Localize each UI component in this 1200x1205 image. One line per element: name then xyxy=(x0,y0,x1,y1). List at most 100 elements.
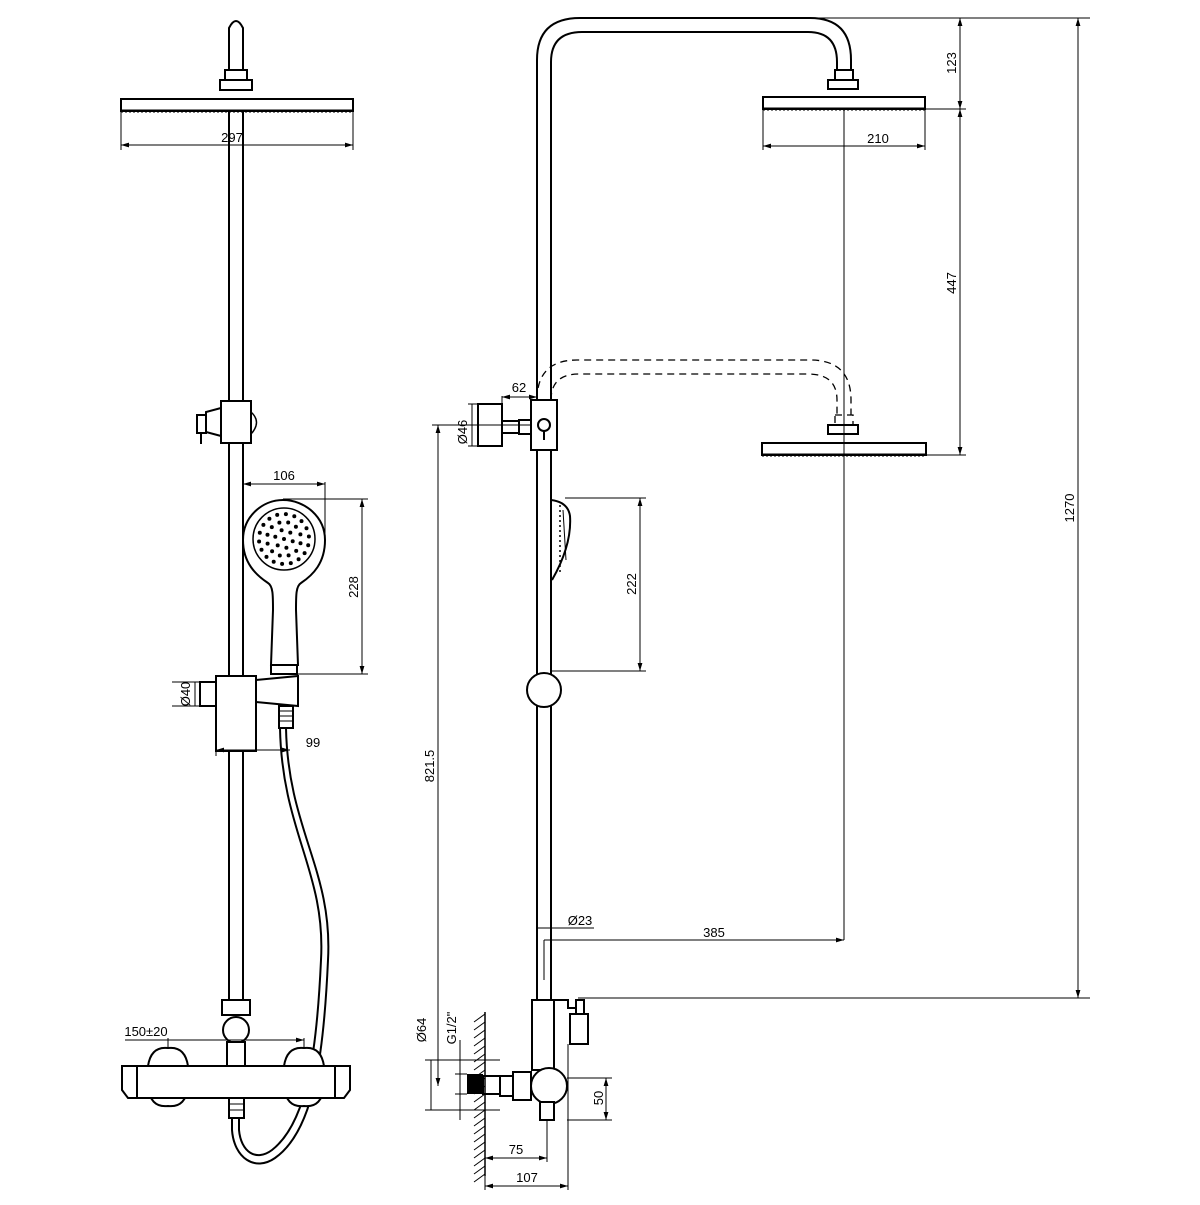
front-view: 297 106 228 Ø40 99 150±20 xyxy=(120,20,368,1165)
front-top-pipe xyxy=(228,20,244,70)
nozzle-dot xyxy=(286,553,291,558)
wall-hatch xyxy=(473,1149,486,1159)
wall-hatch xyxy=(473,1077,486,1087)
nozzle-dot xyxy=(275,512,280,517)
front-valve-neck xyxy=(226,1041,246,1067)
dim-side-inlet-diameter: Ø64 xyxy=(414,1018,429,1043)
dim-front-hand-length: 228 xyxy=(346,576,361,598)
front-hose-inner xyxy=(238,727,323,1157)
wall-hatch xyxy=(473,1141,486,1151)
side-view: 123 210 447 1270 62 Ø46 222 821.5 Ø23 38… xyxy=(414,17,1090,1190)
dim-front-hand-width: 106 xyxy=(273,468,295,483)
wall-hatch xyxy=(473,1093,486,1103)
side-upper-nut xyxy=(834,69,854,81)
side-upper-connector xyxy=(827,79,859,90)
wall-hatch xyxy=(473,1061,486,1071)
side-upper-arm-outer xyxy=(536,17,852,400)
wall-hatch xyxy=(473,1037,486,1047)
wall-hatch xyxy=(473,1117,486,1127)
nozzle-dot xyxy=(304,526,309,531)
nozzle-dot xyxy=(288,561,293,566)
nozzle-dot xyxy=(280,561,285,566)
side-lower-connector xyxy=(827,424,859,435)
dim-side-valve-depth: 107 xyxy=(516,1170,538,1185)
hand-shower-nozzles xyxy=(257,512,311,566)
side-upper-arm-inner xyxy=(550,31,838,400)
nozzle-dot xyxy=(299,519,304,524)
wall-hatch xyxy=(473,1133,486,1143)
nozzle-dot xyxy=(257,530,262,535)
nozzle-dot xyxy=(288,530,293,535)
wall-hatch xyxy=(473,1101,486,1111)
dim-side-arm-reach: 385 xyxy=(703,925,725,940)
nozzle-dot xyxy=(273,534,278,539)
nozzle-dot xyxy=(292,514,297,519)
nozzle-dot xyxy=(279,528,284,533)
dim-side-total-height: 1270 xyxy=(1062,494,1077,523)
nozzle-dot xyxy=(302,551,307,556)
nozzle-dot xyxy=(294,548,299,553)
front-dimensions xyxy=(120,111,368,1048)
nozzle-dot xyxy=(284,545,289,550)
nozzle-dot xyxy=(282,537,286,541)
nozzle-dot xyxy=(306,543,311,548)
nozzle-dot xyxy=(298,532,303,537)
dim-side-bracket-diameter: Ø46 xyxy=(455,420,470,445)
nozzle-dot xyxy=(257,539,262,544)
nozzle-dot xyxy=(298,541,303,546)
side-wall xyxy=(473,1012,486,1183)
wall-hatch xyxy=(473,1053,486,1063)
side-lower-arm-outer xyxy=(536,359,852,415)
dim-side-hand-length: 222 xyxy=(624,573,639,595)
nozzle-dot xyxy=(265,532,270,537)
side-valve-assembly xyxy=(467,999,589,1121)
side-overhead-upper xyxy=(762,96,926,111)
dim-front-overhead-width: 297 xyxy=(221,130,243,145)
nozzle-dot xyxy=(271,559,276,564)
dim-side-inlet-depth: 75 xyxy=(509,1142,523,1157)
nozzle-dot xyxy=(267,516,272,521)
dim-side-arm-height: 123 xyxy=(944,52,959,74)
nozzle-dot xyxy=(261,522,266,527)
dim-side-inlet-thread: G1/2" xyxy=(444,1011,459,1044)
wall-hatch xyxy=(473,1021,486,1031)
nozzle-dot xyxy=(259,547,264,552)
wall-hatch xyxy=(473,1013,486,1023)
nozzle-dot xyxy=(275,543,280,548)
dim-front-holder-offset: 99 xyxy=(306,735,320,750)
front-mixer-valve xyxy=(121,1046,351,1119)
front-overhead-shower xyxy=(120,98,354,113)
nozzle-dot xyxy=(277,553,282,558)
front-hose xyxy=(231,727,330,1165)
dim-side-valve-height: 50 xyxy=(591,1091,606,1105)
dim-side-bracket-offset: 62 xyxy=(512,380,526,395)
dim-front-valve-spacing: 150±20 xyxy=(124,1024,167,1039)
nozzle-dot xyxy=(269,525,274,530)
nozzle-dot xyxy=(265,541,270,546)
nozzle-dot xyxy=(270,549,275,554)
wall-hatch xyxy=(473,1173,486,1183)
nozzle-dot xyxy=(296,557,301,562)
nozzle-dot xyxy=(283,512,288,517)
front-holder xyxy=(199,674,299,752)
dim-side-rail-diameter: Ø23 xyxy=(568,913,593,928)
side-dimensions xyxy=(425,17,1090,1190)
front-top-nut xyxy=(224,69,248,81)
nozzle-dot xyxy=(290,539,295,544)
front-diverter-knob xyxy=(222,1016,250,1044)
wall-hatch xyxy=(473,1085,486,1095)
front-top-connector xyxy=(219,79,253,91)
front-diverter xyxy=(196,400,258,444)
wall-hatch xyxy=(473,1045,486,1055)
dim-side-bracket-height: 821.5 xyxy=(422,750,437,783)
nozzle-dot xyxy=(293,524,298,529)
dim-side-overhead-width: 210 xyxy=(867,131,889,146)
nozzle-dot xyxy=(286,520,291,525)
wall-hatch xyxy=(473,1029,486,1039)
dim-side-slide-height: 447 xyxy=(944,272,959,294)
wall-hatch xyxy=(473,1125,486,1135)
wall-hatch xyxy=(473,1069,486,1079)
wall-hatch xyxy=(473,1165,486,1175)
